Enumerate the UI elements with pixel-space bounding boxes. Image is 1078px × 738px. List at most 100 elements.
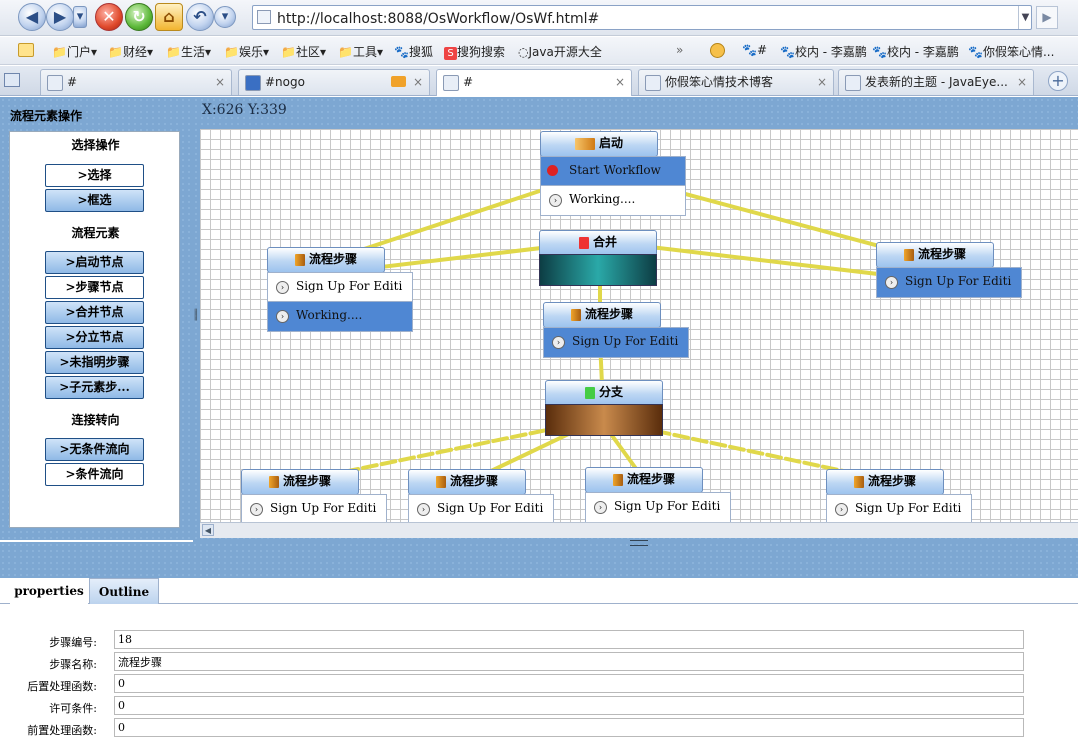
workflow-canvas[interactable]: 启动 Start Workflow ›Working.... 合并 流程步骤 ›… bbox=[200, 129, 1078, 522]
split-bar bbox=[545, 404, 663, 436]
stop-icon[interactable]: ✕ bbox=[95, 3, 123, 31]
bookmark-sohu[interactable]: 🐾搜狐 bbox=[394, 45, 433, 59]
join-icon bbox=[578, 236, 589, 249]
folder-icon bbox=[391, 76, 406, 87]
bookmark-folder-5[interactable]: 📁社区▾ bbox=[281, 45, 326, 59]
bookmark-blog[interactable]: 🐾你假笨心情... bbox=[968, 45, 1055, 59]
splitter-grip-icon[interactable] bbox=[630, 540, 648, 546]
node-result-row[interactable]: ›Working.... bbox=[540, 185, 686, 216]
bookmark-xiaonei-1[interactable]: 🐾校内 - 李嘉鹏 bbox=[780, 45, 867, 59]
node-header[interactable]: 流程步骤 bbox=[585, 467, 703, 493]
step-icon bbox=[268, 475, 279, 488]
url-dropdown-icon[interactable]: ▼ bbox=[1018, 6, 1032, 29]
addon-icon[interactable] bbox=[710, 43, 725, 58]
address-bar[interactable] bbox=[252, 5, 1032, 30]
bookmark-xiaonei-2[interactable]: 🐾校内 - 李嘉鹏 bbox=[872, 45, 959, 59]
scroll-left-icon[interactable]: ◀ bbox=[202, 524, 214, 536]
bookmark-star-icon[interactable] bbox=[18, 43, 34, 57]
bookmark-folder-3[interactable]: 📁生活▾ bbox=[166, 45, 211, 59]
cursor-coordinates: X:626 Y:339 bbox=[202, 102, 287, 118]
node-header[interactable]: 流程步骤 bbox=[241, 469, 359, 495]
split-node-button[interactable]: >分立节点 bbox=[45, 326, 144, 349]
home-icon[interactable]: ⌂ bbox=[155, 3, 183, 31]
field-label-permission: 许可条件: bbox=[49, 702, 97, 715]
bookmark-java[interactable]: ◌Java开源大全 bbox=[518, 45, 602, 59]
vertical-splitter-handle[interactable]: ║ bbox=[193, 310, 200, 321]
step-node-button[interactable]: >步骤节点 bbox=[45, 276, 144, 299]
bookmark-folder-1[interactable]: 📁门户▾ bbox=[52, 45, 97, 59]
step-icon bbox=[294, 253, 305, 266]
forward-icon[interactable]: ▶ bbox=[46, 3, 74, 31]
sogou-icon: S bbox=[444, 47, 457, 60]
unspecified-step-button[interactable]: >未指明步骤 bbox=[45, 351, 144, 374]
browser-tab-4[interactable]: 你假笨心情技术博客× bbox=[638, 69, 834, 95]
horizontal-splitter[interactable] bbox=[0, 540, 1078, 580]
close-icon[interactable]: × bbox=[214, 75, 225, 89]
node-header[interactable]: 分支 bbox=[545, 380, 663, 406]
canvas-horizontal-scrollbar[interactable]: ◀ bbox=[200, 522, 1078, 538]
browser-tab-5[interactable]: 发表新的主题 - JavaEye...× bbox=[838, 69, 1034, 95]
tab-properties[interactable]: properties bbox=[10, 578, 88, 604]
bullet-icon: › bbox=[835, 503, 848, 516]
node-action-row[interactable]: ›Sign Up For Editi bbox=[267, 272, 413, 303]
refresh-icon[interactable]: ↻ bbox=[125, 3, 153, 31]
select-tool-button[interactable]: >选择 bbox=[45, 164, 144, 187]
node-action-row[interactable]: ›Sign Up For Editi bbox=[826, 494, 972, 522]
node-action-row[interactable]: ›Sign Up For Editi bbox=[876, 267, 1022, 298]
node-action-row[interactable]: ›Sign Up For Editi bbox=[408, 494, 554, 522]
tab-outline[interactable]: Outline bbox=[89, 578, 159, 604]
close-icon[interactable]: × bbox=[614, 75, 625, 89]
node-header[interactable]: 流程步骤 bbox=[267, 247, 385, 273]
close-icon[interactable]: × bbox=[1016, 75, 1027, 89]
browser-tab-3[interactable]: #× bbox=[436, 69, 632, 96]
sub-element-step-button[interactable]: >子元素步... bbox=[45, 376, 144, 399]
step-name-field[interactable] bbox=[114, 652, 1024, 671]
bookmark-hash[interactable]: 🐾# bbox=[742, 43, 768, 57]
browser-tab-1[interactable]: #× bbox=[40, 69, 232, 95]
conditional-flow-button[interactable]: >条件流向 bbox=[45, 463, 144, 486]
step-icon bbox=[853, 475, 864, 488]
new-tab-icon[interactable]: + bbox=[1048, 71, 1068, 91]
undo-dropdown-icon[interactable]: ▾ bbox=[214, 6, 236, 28]
permission-field[interactable] bbox=[114, 696, 1024, 715]
join-bar bbox=[539, 254, 657, 286]
field-label-step-id: 步骤编号: bbox=[49, 636, 97, 649]
browser-tab-2[interactable]: #nogo× bbox=[238, 69, 430, 95]
node-action-row[interactable]: ›Sign Up For Editi bbox=[241, 494, 387, 522]
marquee-tool-button[interactable]: >框选 bbox=[45, 189, 144, 212]
field-label-step-name: 步骤名称: bbox=[49, 658, 97, 671]
bookmark-folder-2[interactable]: 📁财经▾ bbox=[108, 45, 153, 59]
close-icon[interactable]: × bbox=[816, 75, 827, 89]
node-header[interactable]: 流程步骤 bbox=[543, 302, 661, 328]
node-header[interactable]: 流程步骤 bbox=[876, 242, 994, 268]
close-icon[interactable]: × bbox=[412, 75, 423, 89]
node-header[interactable]: 流程步骤 bbox=[408, 469, 526, 495]
start-node-button[interactable]: >启动节点 bbox=[45, 251, 144, 274]
site-icon bbox=[245, 75, 261, 91]
unconditional-flow-button[interactable]: >无条件流向 bbox=[45, 438, 144, 461]
tab-list-icon[interactable] bbox=[4, 73, 20, 87]
bookmark-folder-6[interactable]: 📁工具▾ bbox=[338, 45, 383, 59]
bookmarks-overflow-icon[interactable]: » bbox=[676, 43, 684, 57]
go-icon[interactable]: ▶ bbox=[1036, 6, 1058, 29]
node-header[interactable]: 流程步骤 bbox=[826, 469, 944, 495]
history-dropdown-icon[interactable]: ▾ bbox=[73, 6, 87, 28]
node-action-row[interactable]: Start Workflow bbox=[540, 156, 686, 187]
browser-navbar: ◀ ▶ ▾ ✕ ↻ ⌂ ↶ ▾ ▼ ▶ bbox=[0, 0, 1078, 36]
post-function-field[interactable] bbox=[114, 674, 1024, 693]
pre-function-field[interactable] bbox=[114, 718, 1024, 737]
step-id-field[interactable] bbox=[114, 630, 1024, 649]
join-node-button[interactable]: >合并节点 bbox=[45, 301, 144, 324]
back-icon[interactable]: ◀ bbox=[18, 3, 46, 31]
bookmark-folder-4[interactable]: 📁娱乐▾ bbox=[224, 45, 269, 59]
url-input[interactable] bbox=[275, 8, 1019, 29]
node-result-row[interactable]: ›Working.... bbox=[267, 301, 413, 332]
node-header[interactable]: 启动 bbox=[540, 131, 658, 157]
undo-close-icon[interactable]: ↶ bbox=[186, 3, 214, 31]
node-action-row[interactable]: ›Sign Up For Editi bbox=[585, 492, 731, 522]
bullet-icon: › bbox=[885, 276, 898, 289]
node-header[interactable]: 合并 bbox=[539, 230, 657, 256]
node-action-row[interactable]: ›Sign Up For Editi bbox=[543, 327, 689, 358]
